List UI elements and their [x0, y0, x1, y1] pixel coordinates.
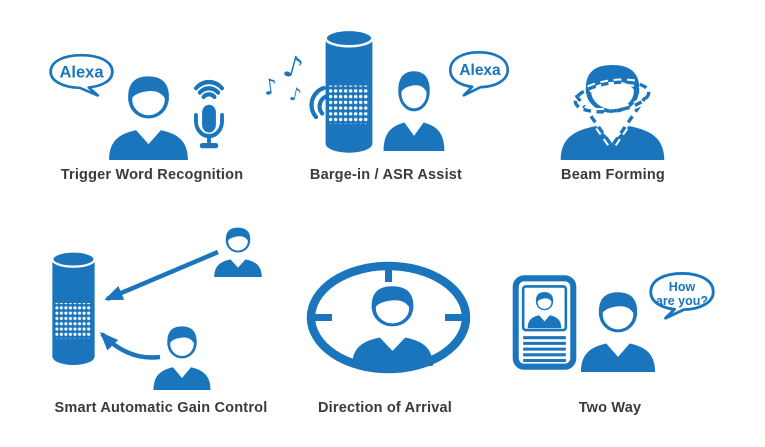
person-icon: [152, 325, 212, 390]
svg-text:♪: ♪: [279, 48, 307, 87]
panel-label: Smart Automatic Gain Control: [54, 400, 268, 416]
speech-bubble-text-line2: are you?: [656, 294, 708, 308]
person-icon: [350, 285, 435, 366]
sound-waves-icon: [309, 85, 329, 120]
speech-bubble-text: Alexa: [59, 64, 104, 82]
svg-text:♪: ♪: [262, 74, 279, 101]
barge-in-illustration: ♪ ♪ ♪ Alexa: [262, 28, 510, 155]
person-icon: [213, 226, 263, 277]
panel-label: Beam Forming: [561, 167, 665, 183]
smart-speaker-icon: [324, 28, 374, 155]
two-way-illustration: How are you?: [505, 271, 715, 372]
id-card-icon: [516, 278, 574, 366]
trigger-word-illustration: Alexa: [49, 53, 240, 160]
person-icon: [382, 70, 446, 151]
beam-forming-illustration: [550, 50, 672, 164]
microphone-icon: [196, 82, 222, 146]
speech-bubble-text: Alexa: [459, 62, 501, 79]
person-icon: [579, 291, 657, 372]
music-notes-icon: ♪ ♪ ♪: [262, 48, 307, 106]
direction-of-arrival-illustration: [306, 261, 471, 374]
smart-speaker-icon: [51, 250, 96, 367]
panel-label: Two Way: [578, 400, 642, 416]
svg-text:♪: ♪: [287, 84, 303, 107]
curved-arrow-icon: [99, 331, 161, 360]
panel-label: Direction of Arrival: [318, 400, 452, 416]
speech-bubble-text-line1: How: [669, 280, 696, 294]
smart-agc-illustration: [51, 226, 263, 390]
person-icon: [107, 75, 190, 160]
panel-label: Barge-in / ASR Assist: [309, 167, 463, 183]
arrow-icon: [104, 249, 219, 302]
panel-label: Trigger Word Recognition: [60, 167, 244, 183]
tick-marks: [310, 263, 467, 321]
